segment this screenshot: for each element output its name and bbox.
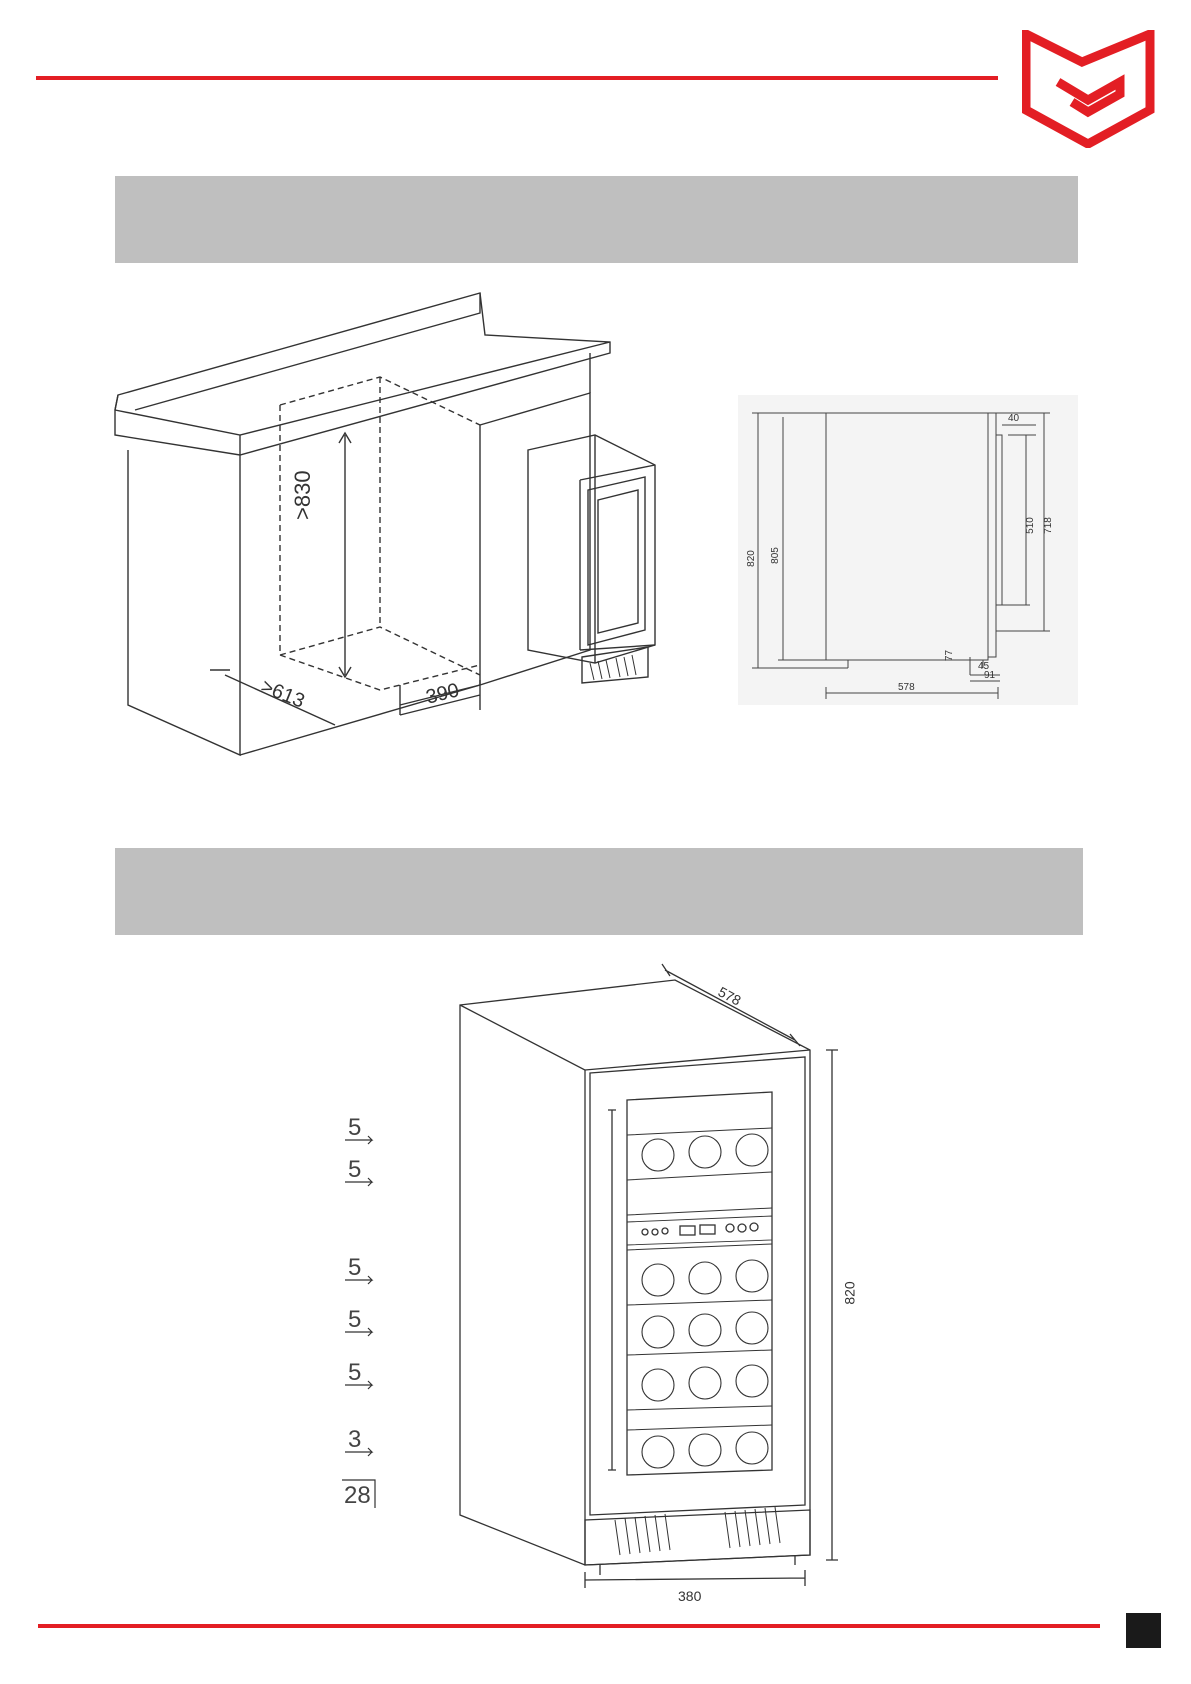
total-bottles: 28 <box>344 1482 371 1509</box>
section-header-capacity <box>115 848 1083 935</box>
shelf-count-2: 5 <box>348 1156 362 1183</box>
front-view-drawing: 578 820 380 5 5 5 5 5 3 28 <box>340 960 860 1620</box>
shelf-count-1: 5 <box>348 1114 362 1141</box>
front-width-380: 380 <box>678 1588 702 1604</box>
shelf-count-3: 5 <box>348 1254 362 1281</box>
door-depth-91: 91 <box>984 670 996 681</box>
header-rule <box>36 76 998 80</box>
section-header-installation <box>115 176 1078 263</box>
installation-niche-drawing: >830 >613 390 <box>110 285 690 765</box>
body-depth-578: 578 <box>898 682 915 693</box>
door-offset-40: 40 <box>1008 413 1020 424</box>
overall-height-820: 820 <box>745 550 757 567</box>
brand-shield-logo <box>1021 26 1156 150</box>
door-height-718: 718 <box>1042 517 1054 534</box>
shelf-count-6: 3 <box>348 1426 362 1453</box>
shelf-count-5: 5 <box>348 1359 362 1386</box>
foot-height-77: 77 <box>944 649 956 662</box>
handle-length-510: 510 <box>1024 517 1036 534</box>
side-view-drawing: 820 805 40 510 718 77 45 91 578 <box>738 395 1078 705</box>
niche-height-label: >830 <box>290 470 315 520</box>
plinth-depth-45: 45 <box>978 661 990 672</box>
front-height-820: 820 <box>841 1281 858 1305</box>
shelf-count-4: 5 <box>348 1306 362 1333</box>
body-height-805: 805 <box>769 547 781 564</box>
footer-rule <box>38 1624 1100 1628</box>
page-marker <box>1126 1613 1161 1648</box>
